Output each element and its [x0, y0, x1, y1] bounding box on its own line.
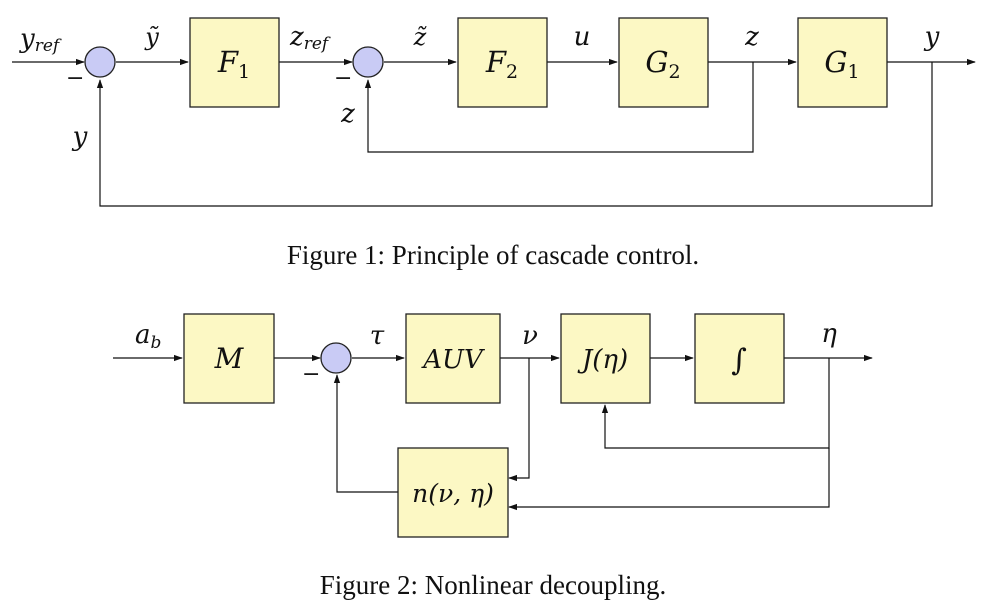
figure-2-nonlinear-decoupling: − M AUV J(η) ∫ n(ν, η) ab τ ν η Figure 2…	[113, 313, 873, 600]
minus-sign-1: −	[66, 66, 84, 91]
wire-eta-to-j	[601, 358, 830, 449]
block-integrator	[694, 313, 785, 404]
figure-2-caption: Figure 2: Nonlinear decoupling.	[320, 570, 666, 600]
wire-nu-to-n	[508, 358, 530, 482]
block-auv-label: AUV	[421, 345, 485, 375]
summing-junction-2	[352, 46, 384, 78]
block-f2-label: F2	[485, 45, 518, 83]
block-f1-label: F1	[217, 45, 250, 83]
signal-label-eta: η	[821, 319, 837, 349]
block-j-label: J(η)	[577, 345, 628, 375]
signal-label-u: u	[574, 22, 591, 52]
minus-sign-2: −	[334, 66, 352, 91]
minus-sign-3: −	[302, 362, 320, 387]
wire-z-feedback	[364, 62, 754, 153]
block-m	[183, 313, 275, 404]
signal-label-y-output: y	[924, 22, 940, 52]
signal-label-y-feedback: y	[72, 122, 88, 152]
block-j	[560, 313, 651, 404]
signal-label-nu: ν	[522, 321, 538, 351]
block-integrator-label: ∫	[731, 343, 747, 378]
block-n-label: n(ν, η)	[412, 479, 494, 508]
summing-junction-1	[84, 46, 116, 78]
signal-label-zref: zref	[289, 22, 331, 54]
signal-label-ytilde: ỹ	[144, 23, 159, 51]
figure-1-caption: Figure 1: Principle of cascade control.	[287, 240, 699, 270]
block-g1	[797, 17, 888, 108]
wire-n-to-sum	[333, 374, 398, 493]
signal-label-yref: yref	[19, 24, 62, 56]
block-g2	[618, 17, 709, 108]
signal-label-ab: ab	[135, 320, 161, 353]
block-g2-label: G2	[645, 45, 680, 83]
wire-y-feedback	[96, 62, 933, 207]
block-f2	[457, 17, 548, 108]
signal-label-z-feedback: z	[340, 99, 355, 129]
figure-1-cascade-control: − − F1 F2 G2 G1 yref ỹ zref z̃ u z y z y…	[12, 17, 976, 270]
signal-label-z: z	[744, 22, 759, 52]
signal-label-tau: τ	[370, 321, 385, 351]
block-f1	[189, 17, 280, 108]
wire-eta-to-n	[508, 448, 830, 511]
block-n	[397, 447, 509, 538]
block-auv	[405, 313, 501, 404]
summing-junction-3	[320, 342, 352, 374]
block-g1-label: G1	[824, 45, 859, 83]
signal-label-ztilde: z̃	[413, 23, 428, 51]
block-m-label: M	[214, 342, 245, 375]
